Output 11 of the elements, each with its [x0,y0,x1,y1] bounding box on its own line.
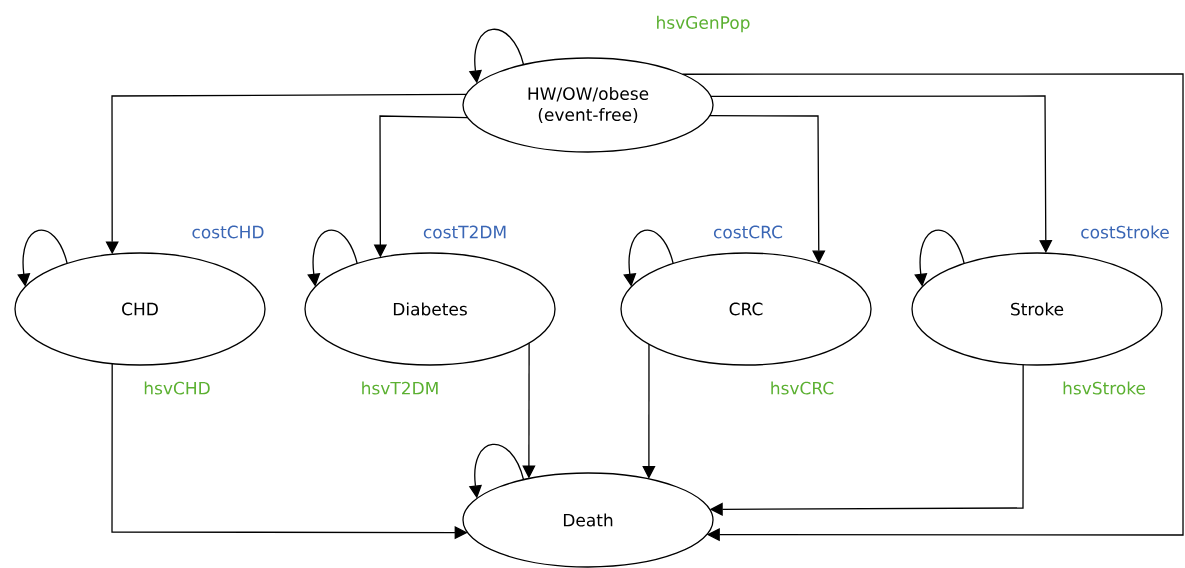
utility-label: hsvCRC [771,381,834,395]
cost-label: costCHD [192,225,264,239]
utility-label: hsvGenPop [657,15,750,33]
cost-label: costCRC [713,225,783,239]
utility-label: hsvStroke [1063,381,1146,395]
cost-label: costStroke [1081,225,1169,239]
arrow [681,73,1184,542]
utility-label: hsvCHD [144,381,210,395]
cost-label: costT2DM [423,225,506,239]
utility-label: hsvT2DM [362,381,438,395]
arrow [642,343,656,479]
